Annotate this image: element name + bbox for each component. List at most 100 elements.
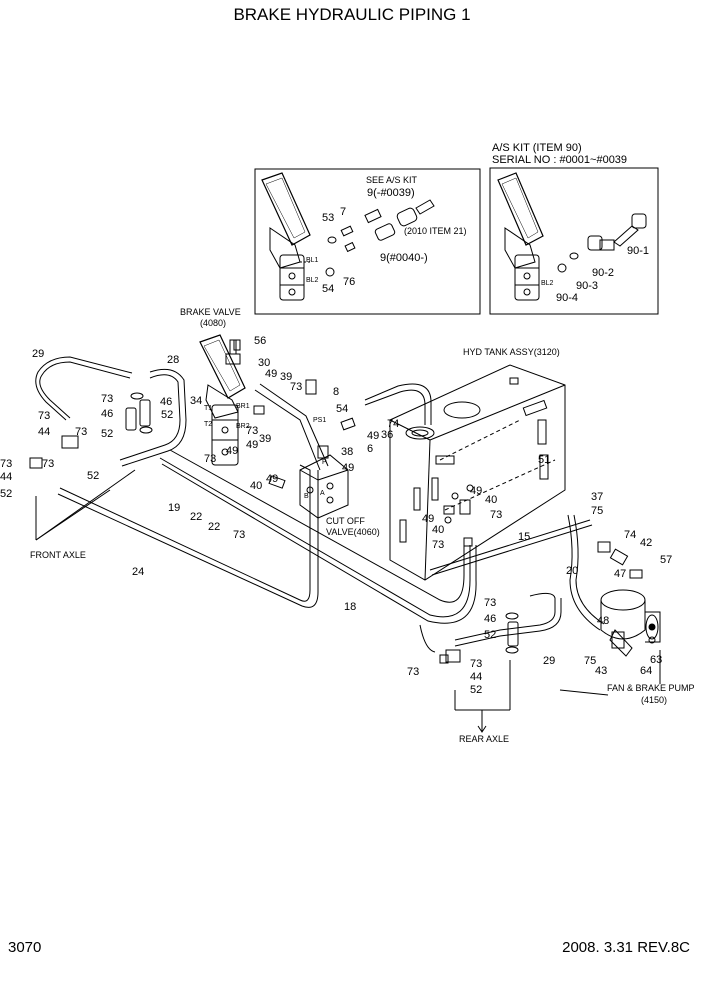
port-ps1-label: PS1: [313, 417, 326, 424]
callout-30: 30: [258, 357, 270, 369]
callout-38: 38: [341, 446, 353, 458]
callout-44: 44: [0, 471, 12, 483]
port-bl1-label: BL1: [306, 257, 319, 264]
callout-73: 73: [490, 509, 502, 521]
callout-40: 40: [432, 524, 444, 536]
callout-46: 46: [484, 613, 496, 625]
callout-53: 53: [322, 212, 334, 224]
callout-73: 73: [407, 666, 419, 678]
callout-19: 19: [168, 502, 180, 514]
callout-51: 51: [538, 454, 550, 466]
cut-off-valve-label: VALVE(4060): [326, 527, 380, 537]
callout-73: 73: [38, 410, 50, 422]
callout-49: 49: [265, 368, 277, 380]
callout-56: 56: [254, 335, 266, 347]
callout-39: 39: [280, 371, 292, 383]
piping-lines: [35, 356, 661, 733]
callout-73: 73: [470, 658, 482, 670]
port-p-label: P: [322, 459, 327, 466]
callout-44: 44: [470, 671, 482, 683]
callout-46: 46: [160, 396, 172, 408]
inset-brake-valve-box: [254, 168, 481, 315]
callout-64: 64: [640, 665, 652, 677]
callout-47: 47: [614, 568, 626, 580]
callout-28: 28: [167, 354, 179, 366]
callout-52: 52: [470, 684, 482, 696]
page-number: 3070: [8, 939, 41, 956]
callout-29: 29: [543, 655, 555, 667]
callout-24: 24: [132, 566, 144, 578]
front-axle-label: FRONT AXLE: [30, 550, 86, 560]
inset-box-frame: [254, 168, 481, 315]
callout-63: 63: [650, 654, 662, 666]
see-as-kit-label: SEE A/S KIT: [366, 175, 418, 185]
callout-73: 73: [42, 458, 54, 470]
callout-75: 75: [591, 505, 603, 517]
inset-as-kit-box: [489, 167, 659, 315]
callout-49: 49: [342, 462, 354, 474]
fan-brake-pump-number: (4150): [641, 695, 667, 705]
rear-axle-label: REAR AXLE: [459, 734, 509, 744]
callout-52: 52: [161, 409, 173, 421]
callout-52: 52: [101, 428, 113, 440]
as-port-bl2-label: BL2: [541, 280, 554, 287]
brake-valve-number: (4080): [200, 318, 226, 328]
item-2010-label: (2010 ITEM 21): [404, 226, 467, 236]
callout-40: 40: [485, 494, 497, 506]
callout-73: 73: [0, 458, 12, 470]
callout-34: 34: [190, 395, 202, 407]
port-b-label: B: [304, 493, 309, 500]
callout-7: 7: [340, 206, 346, 218]
as-kit-box-frame: [489, 167, 659, 315]
callout-49: 49: [422, 513, 434, 525]
callout-52: 52: [0, 488, 12, 500]
callout-90-2: 90-2: [592, 267, 614, 279]
callout-6: 6: [367, 443, 373, 455]
callout-75: 75: [584, 655, 596, 667]
callout-73: 73: [204, 453, 216, 465]
port-t1-label: T1: [204, 405, 212, 412]
callout-73: 73: [75, 426, 87, 438]
callout-15: 15: [518, 531, 530, 543]
port-br2-label: BR2: [236, 423, 250, 430]
callout-54: 54: [336, 403, 348, 415]
callout-44: 44: [38, 426, 50, 438]
callout-39: 39: [259, 433, 271, 445]
port-t2-label: T2: [204, 421, 212, 428]
callout-36: 36: [381, 429, 393, 441]
hyd-tank-label: HYD TANK ASSY(3120): [463, 347, 560, 357]
callout-73: 73: [246, 425, 258, 437]
brake-valve-label: BRAKE VALVE: [180, 307, 241, 317]
callout-20: 20: [566, 565, 578, 577]
callout-73: 73: [101, 393, 113, 405]
callout-73: 73: [484, 597, 496, 609]
serial-no-label: SERIAL NO : #0001~#0039: [492, 154, 627, 166]
callout-54: 54: [322, 283, 334, 295]
date-revision: 2008. 3.31 REV.8C: [562, 939, 690, 956]
callout-73: 73: [233, 529, 245, 541]
callout-46: 46: [101, 408, 113, 420]
fan-brake-pump-drawing: [600, 589, 661, 657]
callout-42: 42: [640, 537, 652, 549]
callout-49: 49: [246, 439, 258, 451]
callout-49: 49: [367, 430, 379, 442]
fittings: [29, 339, 643, 664]
callout-74: 74: [624, 529, 636, 541]
callout-57: 57: [660, 554, 672, 566]
callout-90-4: 90-4: [556, 292, 578, 304]
fan-brake-pump-label: FAN & BRAKE PUMP: [607, 683, 695, 693]
nine-late-label: 9(#0040-): [380, 252, 428, 264]
callout-43: 43: [595, 665, 607, 677]
cut-off-label: CUT OFF: [326, 516, 365, 526]
callout-52: 52: [484, 629, 496, 641]
callout-52: 52: [87, 470, 99, 482]
callout-37: 37: [591, 491, 603, 503]
port-bl2-label: BL2: [306, 277, 319, 284]
callout-29: 29: [32, 348, 44, 360]
callout-73: 73: [432, 539, 444, 551]
callout-8: 8: [333, 386, 339, 398]
callout-90-1: 90-1: [627, 245, 649, 257]
callout-73: 73: [290, 381, 302, 393]
